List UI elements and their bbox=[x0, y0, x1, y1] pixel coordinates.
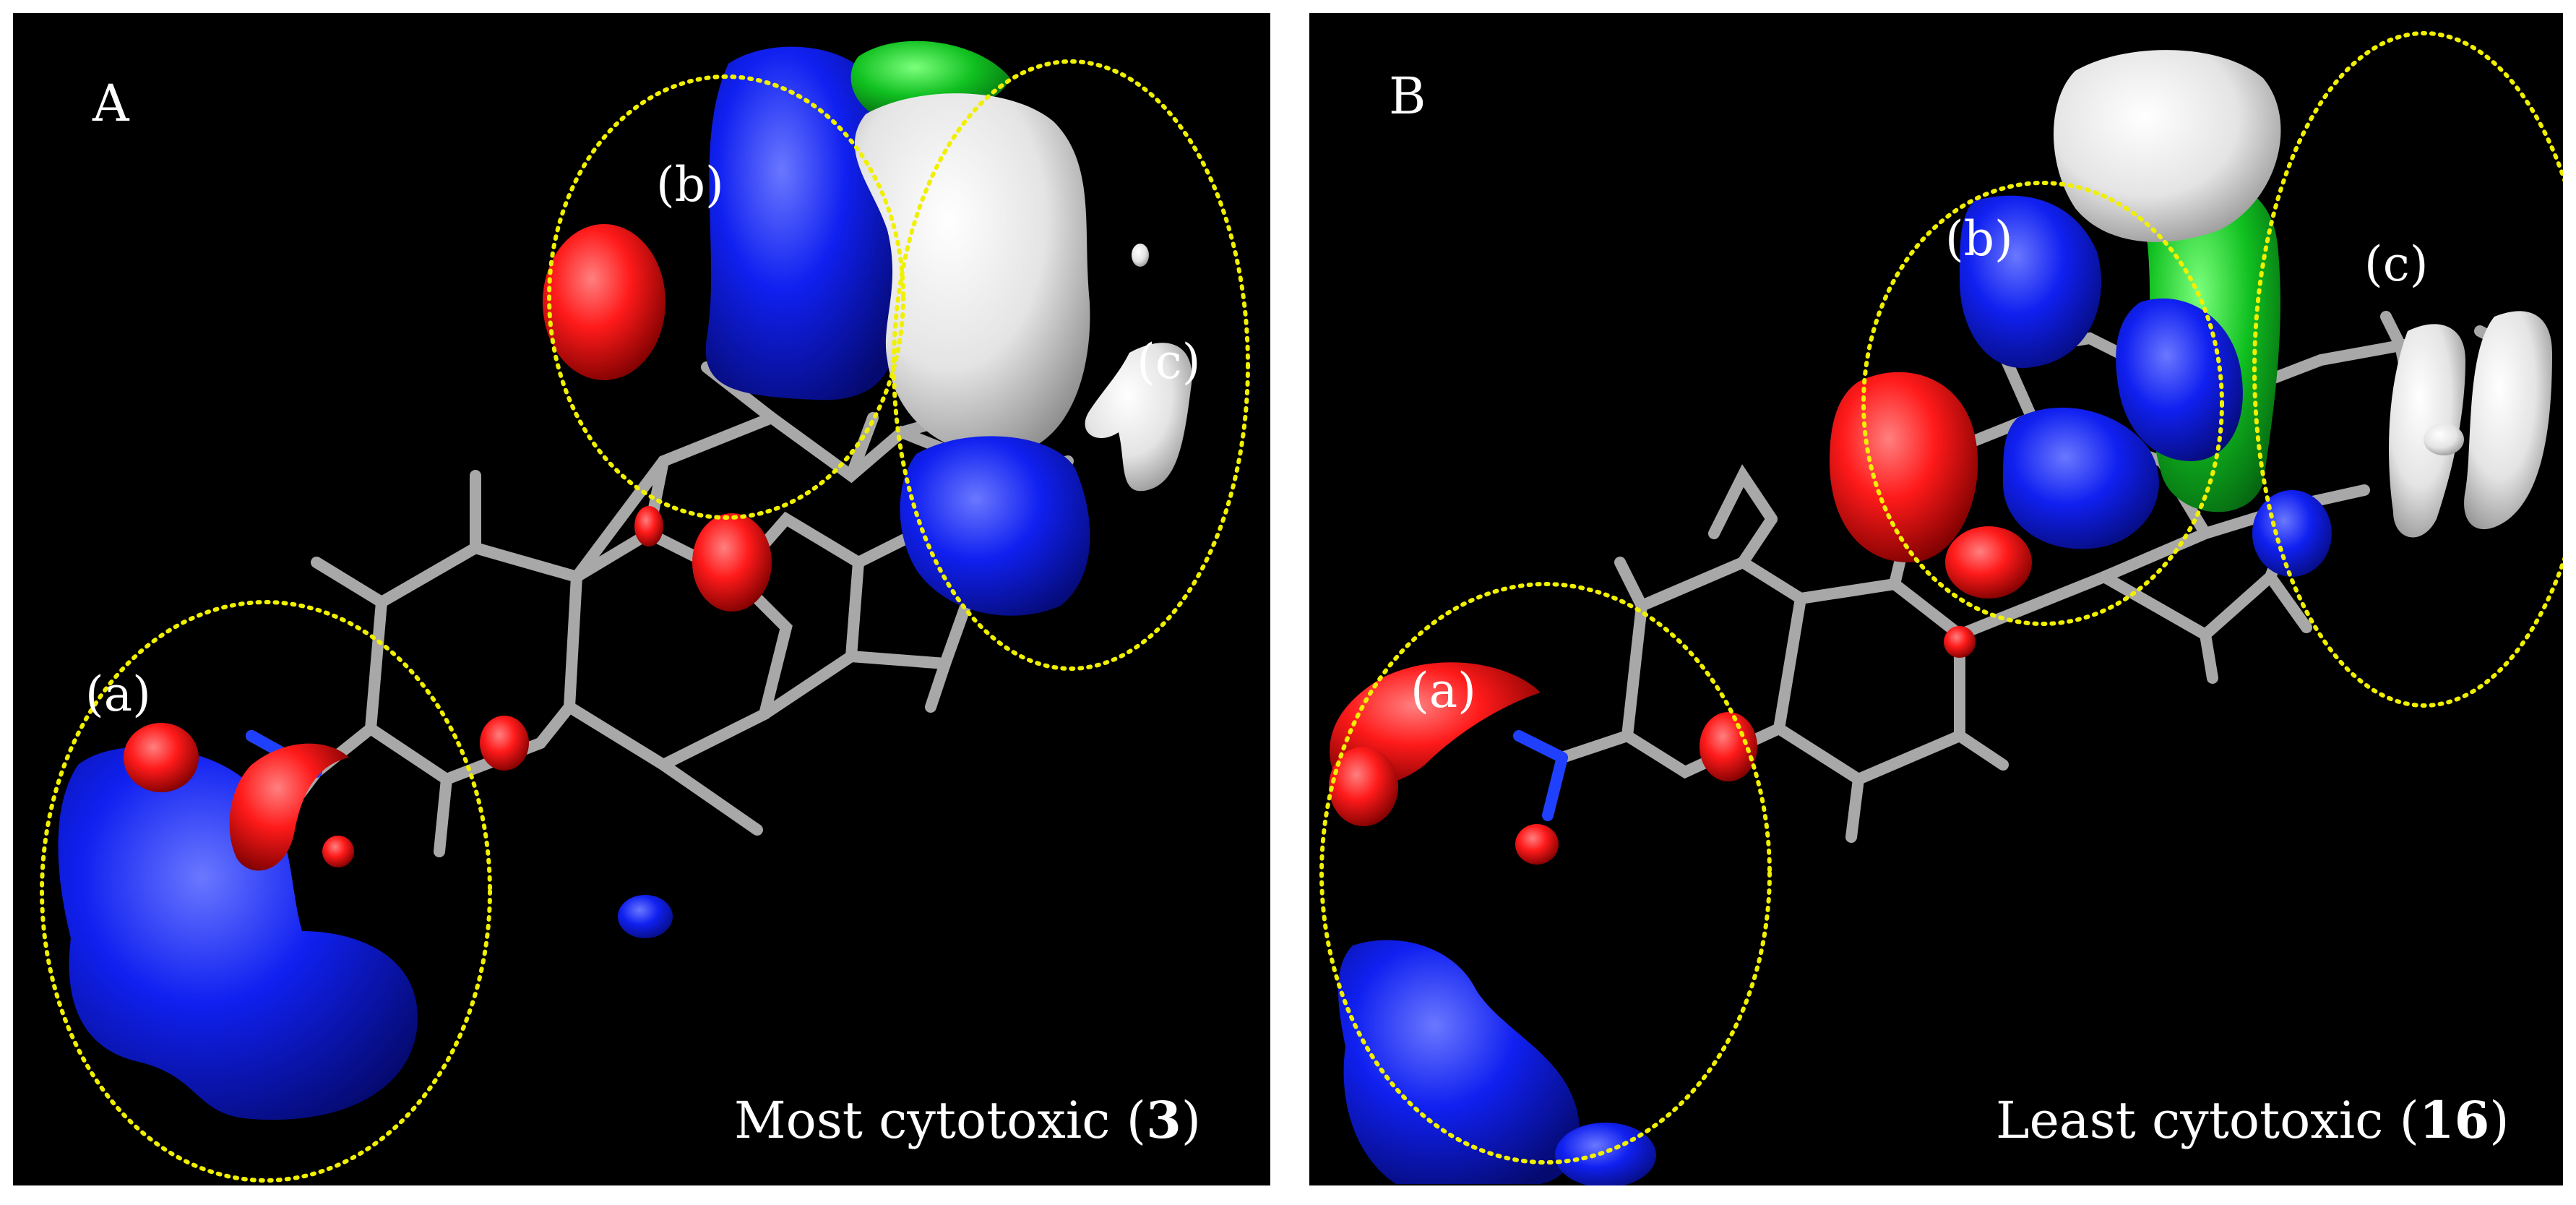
region-label-b-b: (b) bbox=[1945, 211, 2013, 267]
compound-number-a: 3 bbox=[1146, 1090, 1181, 1150]
caption-b: Least cytotoxic (16) bbox=[1996, 1095, 2510, 1146]
molecule-scene-a bbox=[40, 40, 1250, 1183]
molecule-scene-b bbox=[1319, 31, 2563, 1185]
caption-text-a: Most cytotoxic ( bbox=[734, 1091, 1147, 1150]
contour-surfaces-b bbox=[1329, 50, 2552, 1185]
region-ellipses-b bbox=[1319, 31, 2563, 1165]
compound-number-b: 16 bbox=[2418, 1090, 2490, 1150]
blue-surface-a-region bbox=[58, 747, 418, 1120]
caption-text-b: Least cytotoxic ( bbox=[1996, 1091, 2419, 1150]
region-ellipse-b-a bbox=[1319, 582, 1772, 1165]
caption-a: Most cytotoxic (3) bbox=[734, 1095, 1201, 1146]
region-ellipse-a-c bbox=[892, 59, 1250, 671]
region-ellipse-b-c bbox=[2252, 31, 2563, 708]
region-label-b-a: (a) bbox=[1410, 663, 1476, 719]
region-ellipses-a bbox=[40, 59, 1250, 1183]
panel-b: B (a) (b) (c) Least cytotoxic (16) bbox=[1309, 13, 2563, 1185]
panel-letter-a: A bbox=[92, 74, 129, 133]
amine-bonds-b bbox=[1513, 730, 1568, 821]
region-ellipse-b-b bbox=[1861, 181, 2224, 626]
panel-letter-b: B bbox=[1389, 67, 1426, 126]
bond-skeleton-a bbox=[246, 361, 1074, 857]
region-ellipse-a-b bbox=[547, 74, 905, 520]
contour-surfaces-a bbox=[58, 40, 1192, 1120]
caption-close-a: ) bbox=[1181, 1091, 1202, 1150]
panel-a: A (a) (b) (c) Most cytotoxic (3) bbox=[13, 13, 1270, 1185]
region-label-a-c: (c) bbox=[1137, 334, 1201, 390]
region-ellipse-a-a bbox=[40, 600, 492, 1183]
region-label-b-c: (c) bbox=[2364, 236, 2429, 292]
region-label-a-a: (a) bbox=[85, 666, 151, 722]
region-label-a-b: (b) bbox=[656, 157, 724, 213]
caption-close-b: ) bbox=[2489, 1091, 2510, 1150]
